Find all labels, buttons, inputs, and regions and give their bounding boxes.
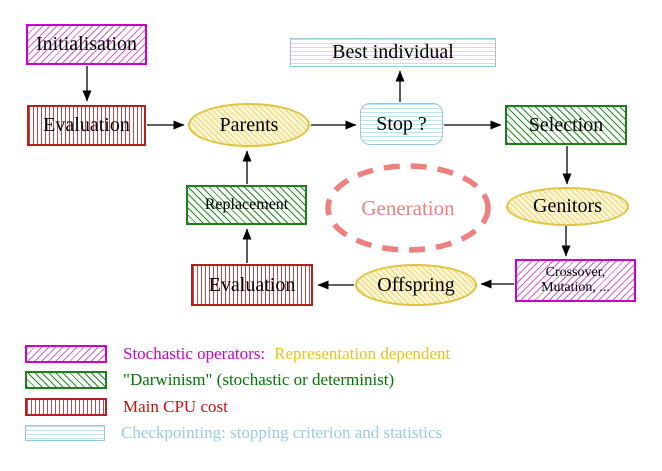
legend-row-darwinism: "Darwinism" (stochastic or determinist) bbox=[25, 370, 395, 389]
legend-label-main-cpu-cost: Main CPU cost bbox=[123, 397, 228, 416]
legend-label-darwinism: "Darwinism" (stochastic or determinist) bbox=[123, 370, 395, 389]
legend-row-stochastic-operators: Stochastic operators: Representation dep… bbox=[25, 344, 451, 363]
generation-label: Generation bbox=[361, 195, 455, 220]
node-replacement: Replacement bbox=[186, 185, 307, 225]
node-initialisation: Initialisation bbox=[26, 24, 147, 65]
node-crossover-mutation: Crossover, Mutation, ... bbox=[515, 259, 636, 302]
legend-label-checkpointing: Checkpointing: stopping criterion and st… bbox=[121, 423, 443, 442]
crossover-line2: Mutation, ... bbox=[541, 279, 610, 295]
legend-swatch-green-hatch bbox=[25, 371, 107, 389]
legend-row-checkpointing: Checkpointing: stopping criterion and st… bbox=[25, 423, 443, 442]
legend-swatch-cyan-stripes bbox=[25, 425, 105, 441]
node-offspring: Offspring bbox=[355, 264, 477, 306]
node-parents: Parents bbox=[188, 103, 310, 147]
legend-row-main-cpu-cost: Main CPU cost bbox=[25, 397, 228, 416]
node-stop: Stop ? bbox=[360, 103, 443, 145]
node-evaluation-top: Evaluation bbox=[27, 105, 146, 146]
node-genitors: Genitors bbox=[506, 187, 629, 226]
node-evaluation-bottom: Evaluation bbox=[191, 264, 313, 306]
node-best-individual: Best individual bbox=[290, 38, 496, 67]
crossover-line1: Crossover, bbox=[545, 264, 606, 280]
legend-label-stochastic-operators: Stochastic operators: bbox=[123, 344, 266, 363]
node-selection: Selection bbox=[505, 105, 627, 145]
legend-label-representation-dependent: Representation dependent bbox=[274, 344, 451, 363]
legend-swatch-magenta-hatch bbox=[25, 345, 107, 363]
legend-swatch-red-stripes bbox=[25, 398, 107, 416]
